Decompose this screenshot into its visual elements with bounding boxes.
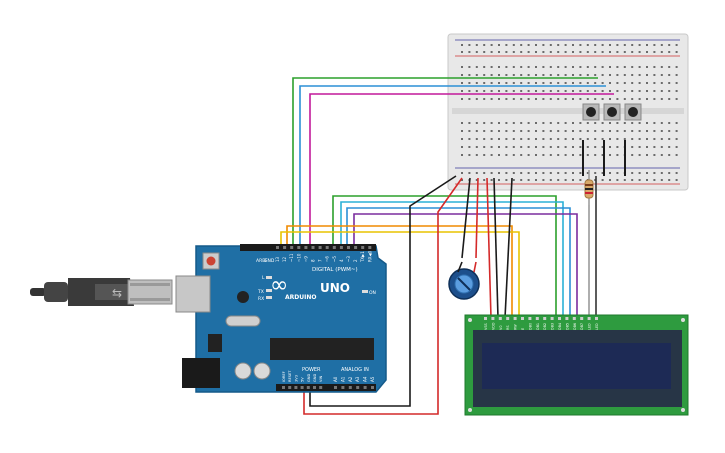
rx-led-label: RX: [258, 296, 264, 302]
lcd-pin-label: RS: [506, 325, 510, 330]
breadboard-holes: [461, 44, 678, 181]
digital-pin-label: ~5: [332, 256, 337, 262]
lcd-pin-label: E: [521, 328, 525, 330]
breadboard: [447, 33, 689, 191]
push-button-3[interactable]: [624, 103, 642, 121]
lcd-pin-label: VSS: [484, 323, 488, 330]
model-label: UNO: [320, 281, 350, 295]
analog-pin-label: A5: [370, 376, 375, 382]
analog-label: ANALOG IN: [341, 367, 369, 373]
lcd-pin-label: DB0: [528, 323, 532, 330]
tx-led-label: TX: [257, 289, 264, 295]
analog-pin-label: A1: [340, 376, 345, 382]
power-pin-label: GND: [313, 374, 317, 382]
lcd-pin-label: DB5: [565, 323, 569, 330]
digital-pin-label: 2: [353, 259, 358, 262]
power-label: POWER: [302, 367, 321, 373]
lcd-pin-label: DB3: [551, 323, 555, 330]
usb-cable: ⇆: [30, 278, 173, 306]
digital-pin-label: ~10: [296, 253, 301, 262]
power-pin-label: 3V3: [294, 375, 298, 382]
analog-pin-label: A3: [355, 376, 360, 382]
lcd-pin-label: RW: [514, 324, 518, 330]
arduino-logo-icon: ∞: [270, 273, 288, 298]
brand-label: ARDUINO: [285, 294, 316, 301]
analog-pin-label: A2: [348, 376, 353, 382]
l-led-label: L: [262, 275, 265, 281]
digital-pin-label: 12: [282, 256, 287, 262]
digital-label: DIGITAL (PWM~): [312, 267, 358, 273]
lcd-pin-label: V0: [499, 326, 503, 330]
power-pin-label: IOREF: [282, 371, 286, 382]
lcd-pin-label: DB2: [543, 323, 547, 330]
power-pin-label: 5V: [301, 377, 305, 382]
lcd-pin-label: VDD: [491, 322, 495, 330]
aref-label: AREF: [256, 258, 268, 264]
lcd-pin-label: DB7: [580, 323, 584, 330]
digital-pin-label: ~3: [346, 256, 351, 262]
breadboard-jumpers: [582, 140, 626, 176]
digital-pin-label: TX▶1: [360, 251, 365, 263]
digital-pin-label: ~6: [325, 256, 330, 262]
power-pin-label: VIN: [319, 375, 323, 382]
power-pin-label: GND: [307, 374, 311, 382]
lcd-pin-label: LED: [595, 323, 599, 330]
analog-pin-label: A4: [363, 376, 368, 382]
digital-pin-label: ~11: [289, 253, 294, 262]
power-pin-label: RESET: [288, 370, 292, 382]
lcd-pin-label: DB1: [536, 323, 540, 330]
digital-pin-label: 7: [318, 259, 323, 262]
resistor: [584, 170, 594, 205]
analog-pin-label: A0: [333, 376, 338, 382]
svg-text:⇆: ⇆: [112, 286, 122, 300]
digital-pin-label: 8: [311, 259, 316, 262]
wires: [280, 77, 614, 415]
digital-pin-label: ~9: [303, 256, 308, 262]
digital-pin-label: RX◀0: [367, 250, 372, 262]
lcd-pin-label: DB4: [558, 323, 562, 330]
push-button-2[interactable]: [603, 103, 621, 121]
digital-pin-label: 4: [339, 259, 344, 262]
digital-pin-label: 13: [275, 256, 280, 262]
potentiometer[interactable]: [448, 261, 480, 300]
lcd-pin-label: DB6: [573, 323, 577, 330]
gnd-label: GND: [264, 258, 275, 264]
lcd-pin-label: LED: [588, 323, 592, 330]
push-button-1[interactable]: [582, 103, 600, 121]
on-label: ON: [369, 290, 376, 296]
